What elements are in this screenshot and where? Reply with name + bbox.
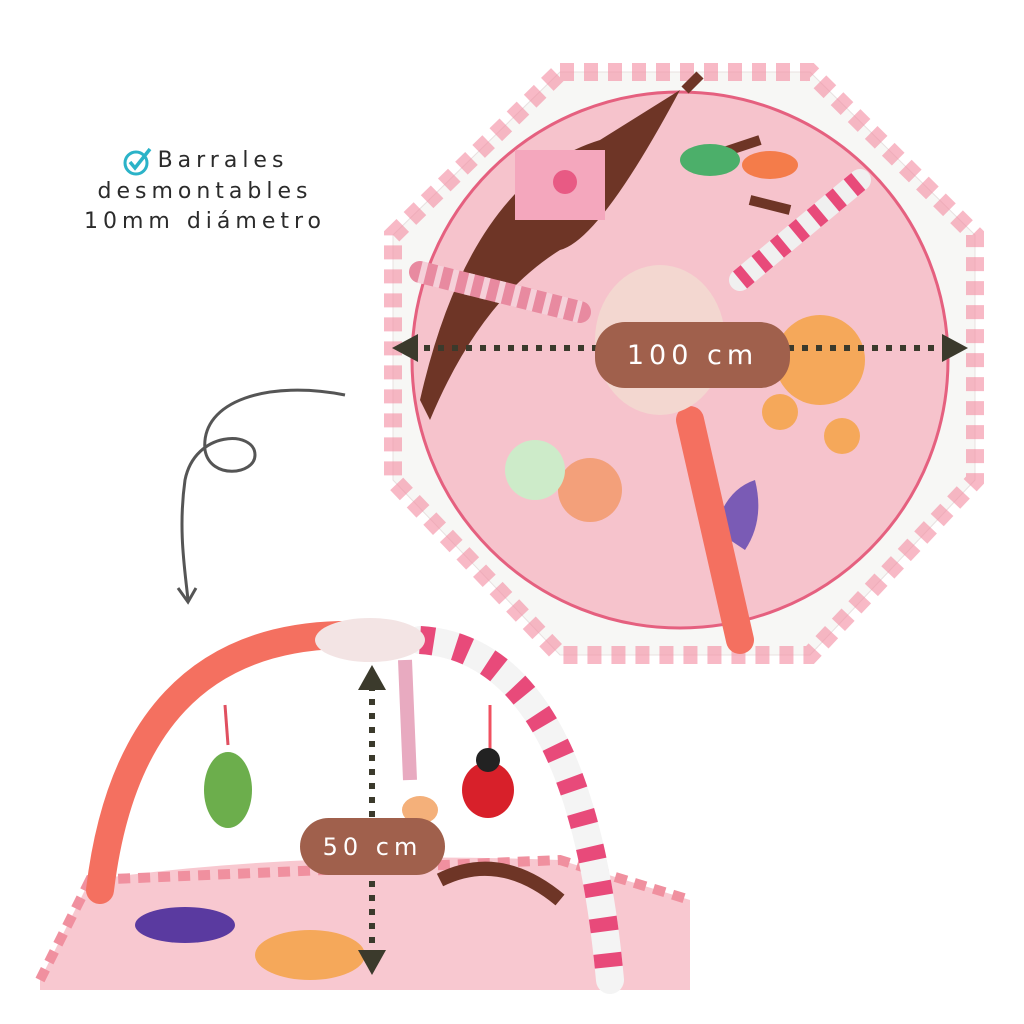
ladybug-toy	[462, 762, 514, 818]
arrowhead-icon	[176, 587, 198, 605]
width-label: 100 cm	[595, 322, 790, 388]
feature-line-1: Barrales	[157, 148, 289, 173]
height-label: 50 cm	[300, 818, 445, 875]
play-gym-side-view	[35, 618, 692, 994]
feature-line-2: desmontables	[97, 179, 313, 204]
height-dimension-arrow	[358, 665, 386, 975]
check-circle-icon	[123, 147, 151, 176]
feature-callout: Barrales desmontables 10mm diámetro	[60, 145, 350, 237]
feature-line-3: 10mm diámetro	[83, 209, 327, 234]
leaf-toy	[204, 752, 252, 828]
curved-arrow-icon	[180, 388, 346, 601]
